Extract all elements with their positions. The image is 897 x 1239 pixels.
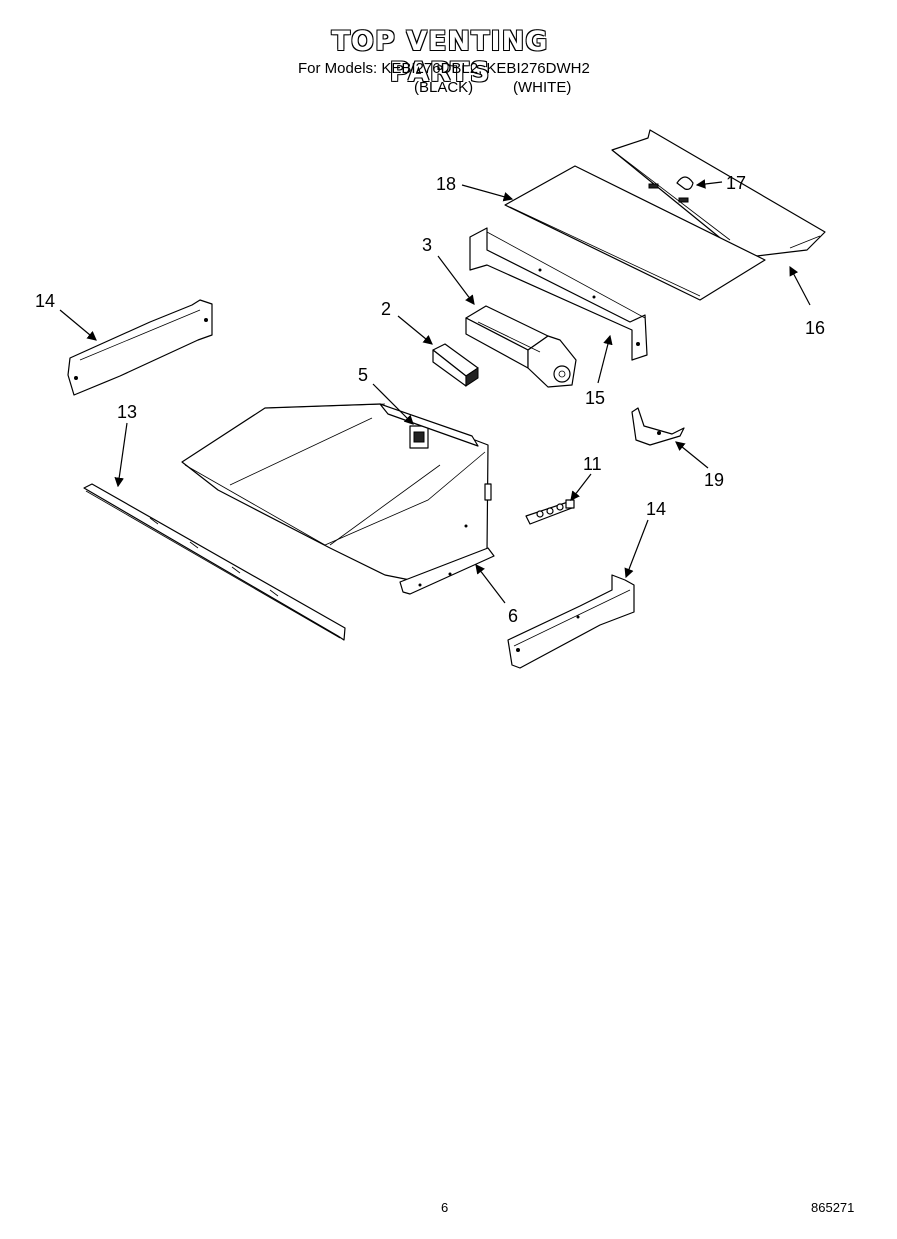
models-line: For Models: KEBI276DBL2, KEBI276DWH2 — [298, 60, 590, 77]
part-2-block — [432, 343, 479, 387]
part-18-shield-plate — [504, 165, 766, 301]
callout-14-right: 14 — [646, 499, 666, 519]
part-3-assembly — [465, 305, 577, 388]
part-14-right-bracket — [507, 574, 635, 669]
part-15-bracket — [469, 227, 648, 361]
variant-white: (WHITE) — [513, 79, 572, 96]
part-13-trim-strip — [83, 483, 346, 641]
part-17-clip — [648, 176, 694, 203]
part-19-bracket — [631, 407, 685, 446]
callout-18: 18 — [436, 174, 456, 194]
callout-3: 3 — [422, 235, 432, 255]
part-5-vent-housing — [181, 403, 492, 581]
callout-11: 11 — [583, 454, 602, 474]
callout-19: 19 — [704, 470, 724, 490]
callout-2: 2 — [381, 299, 391, 319]
callout-14-left: 14 — [35, 291, 55, 311]
part-14-left-bracket — [67, 299, 213, 396]
page-number: 6 — [441, 1200, 449, 1215]
callout-5: 5 — [358, 365, 368, 385]
callout-16: 16 — [805, 318, 825, 338]
leader-lines — [59, 179, 811, 604]
page-title: TOP VENTING PARTS — [331, 26, 549, 88]
callout-17: 17 — [726, 173, 746, 193]
document-number: 865271 — [811, 1200, 855, 1215]
part-11-terminal-block — [525, 499, 575, 525]
callout-6: 6 — [508, 606, 518, 626]
callout-13: 13 — [117, 402, 137, 422]
variant-black: (BLACK) — [414, 79, 474, 96]
callout-15: 15 — [585, 388, 605, 408]
part-6-rail — [399, 547, 495, 595]
